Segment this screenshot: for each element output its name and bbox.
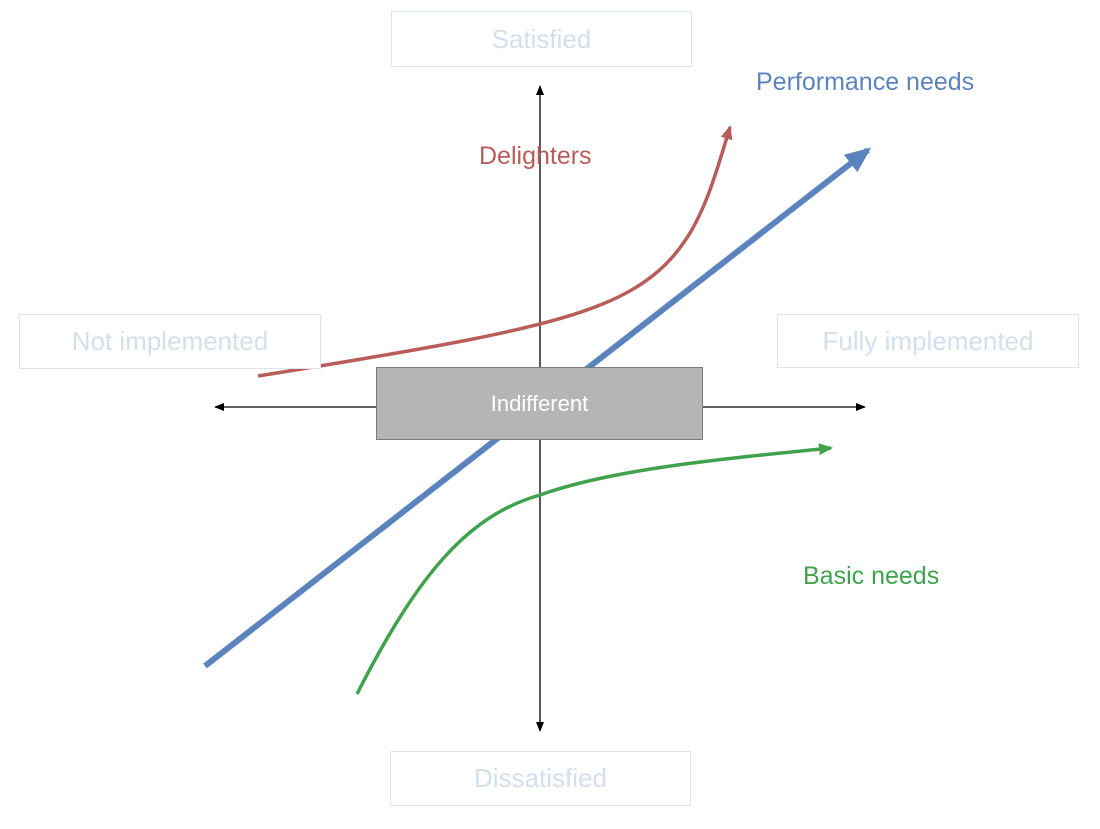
- delighters-curve: [257, 125, 733, 378]
- dissatisfied-label-box: Dissatisfied: [390, 751, 691, 806]
- not-implemented-label-box: Not implemented: [19, 314, 321, 369]
- satisfied-label: Satisfied: [491, 23, 592, 54]
- basic-needs-curve: [355, 443, 833, 695]
- satisfied-label-box: Satisfied: [391, 11, 692, 67]
- not-implemented-label: Not implemented: [71, 326, 269, 356]
- indifferent-box: Indifferent: [376, 367, 703, 440]
- performance-needs-label: Performance needs: [756, 68, 975, 96]
- fully-implemented-label: Fully implemented: [822, 325, 1034, 356]
- fully-implemented-label-box: Fully implemented: [777, 314, 1079, 368]
- dissatisfied-label: Dissatisfied: [474, 763, 607, 793]
- delighters-label: Delighters: [479, 142, 592, 170]
- basic-needs-label: Basic needs: [803, 562, 940, 590]
- indifferent-label: Indifferent: [490, 390, 589, 416]
